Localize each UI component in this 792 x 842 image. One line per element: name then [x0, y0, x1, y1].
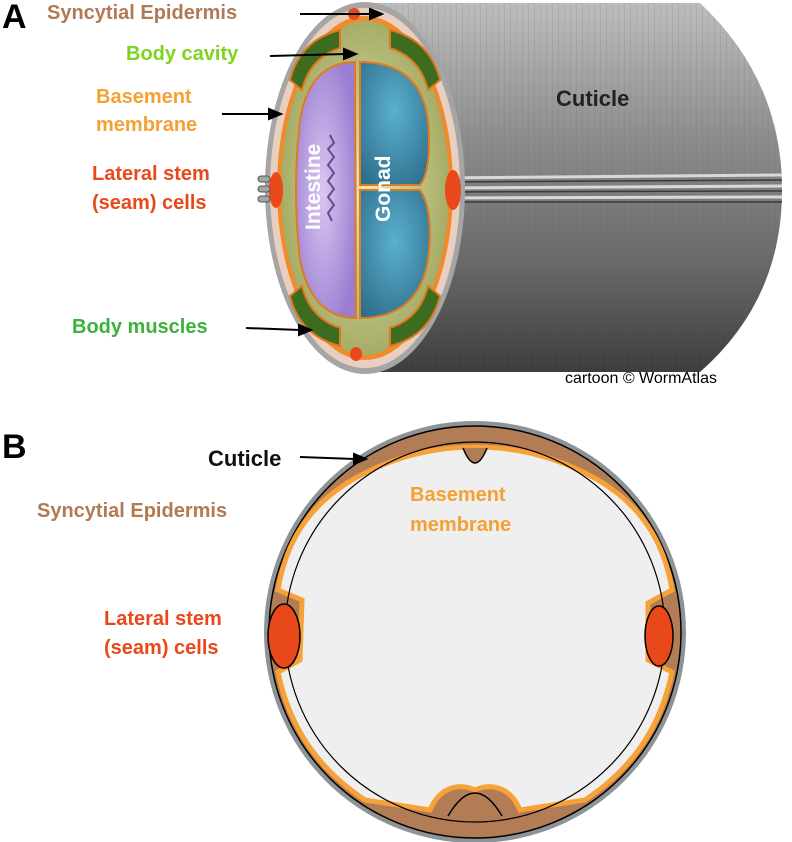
- label-a-basement-line1: Basement: [96, 86, 192, 108]
- label-b-cuticle: Cuticle: [208, 446, 282, 471]
- intestine-lumen: [326, 134, 336, 222]
- gonad-shape: [359, 60, 430, 186]
- label-b-seam-line2: (seam) cells: [104, 637, 219, 659]
- credit-text: cartoon © WormAtlas: [565, 370, 717, 387]
- label-a-syncytial-epidermis: Syncytial Epidermis: [47, 2, 238, 24]
- gonad-shape-lower: [359, 189, 431, 320]
- label-b-basement-line2: membrane: [410, 514, 512, 536]
- label-a-intestine: Intestine: [302, 143, 325, 230]
- label-a-cuticle: Cuticle: [556, 86, 630, 111]
- body-muscles: [288, 28, 442, 348]
- panel-b-arrow: [299, 452, 369, 466]
- label-a-gonad: Gonad: [372, 155, 395, 223]
- panel-a-letter: A: [2, 0, 27, 36]
- seam-cell-right: [445, 170, 461, 210]
- dorsal-ridge: [462, 447, 488, 464]
- left-alae: [257, 175, 271, 203]
- label-a-body-cavity: Body cavity: [126, 43, 239, 65]
- seam-cell-b-left: [267, 603, 301, 669]
- label-b-seam-line1: Lateral stem: [104, 608, 222, 630]
- seam-cell-left: [269, 172, 283, 208]
- label-a-basement-line2: membrane: [96, 114, 198, 136]
- panel-b-letter: B: [2, 428, 27, 466]
- intestine-shape: [295, 60, 358, 320]
- ventral-cord: [350, 347, 362, 361]
- cross-section-basement-membrane: [275, 444, 675, 813]
- label-a-seam-line1: Lateral stem: [92, 163, 210, 185]
- panel-a-arrows: [222, 7, 385, 337]
- label-b-syncytial-epidermis: Syncytial Epidermis: [37, 500, 228, 522]
- label-b-basement-line1: Basement: [410, 484, 506, 506]
- seam-cell-b-right: [644, 605, 674, 667]
- alae-ridges: [439, 173, 783, 200]
- ventral-ridge: [447, 792, 503, 817]
- label-a-body-muscles: Body muscles: [72, 316, 208, 338]
- label-a-seam-line2: (seam) cells: [92, 192, 207, 214]
